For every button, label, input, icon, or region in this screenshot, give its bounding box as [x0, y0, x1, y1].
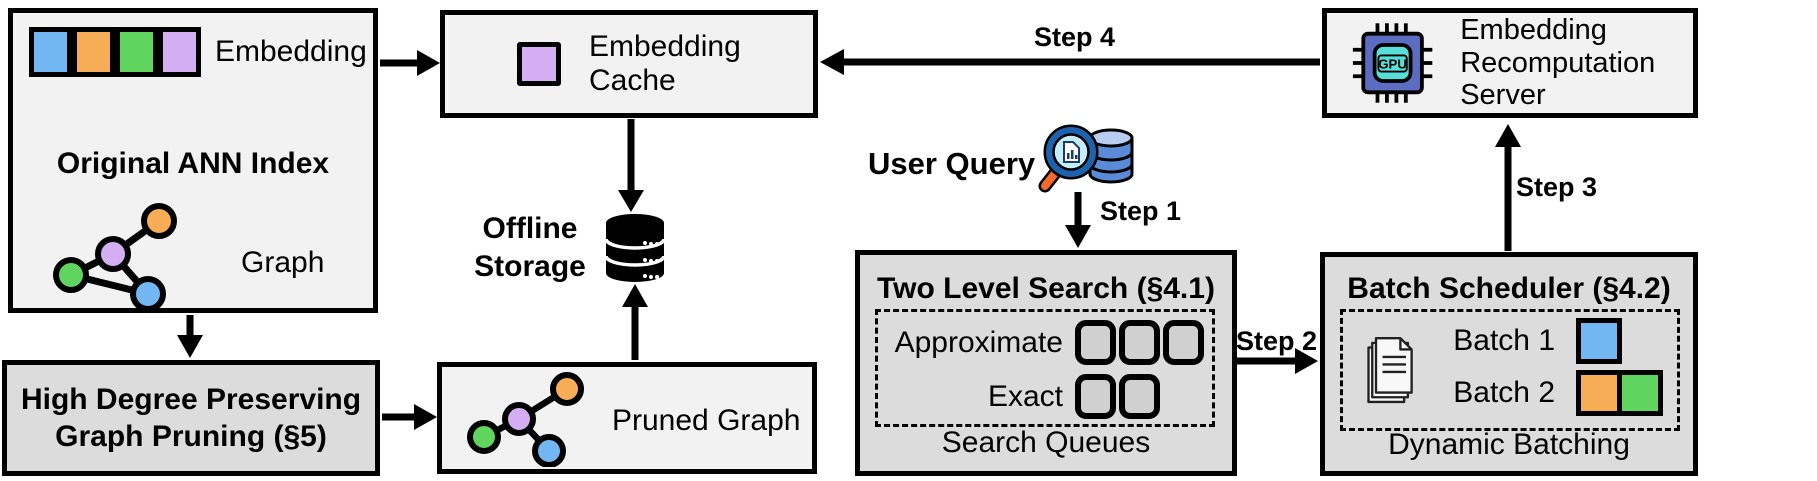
search-queues-panel: Approximate Exact [875, 309, 1215, 427]
step4-label: Step 4 [1034, 22, 1116, 52]
embedding-square-purple-icon [158, 27, 201, 77]
offline-storage-icon [604, 214, 666, 282]
batch2-label: Batch 2 [1453, 376, 1555, 409]
pruned-graph-box: Pruned Graph [437, 362, 817, 474]
batch1-label: Batch 1 [1453, 324, 1555, 357]
graph-pruning-label: High Degree Preserving Graph Pruning (§5… [20, 382, 362, 454]
queue-slot-icon [1119, 320, 1160, 365]
recomputation-server-label: Embedding Recomputation Server [1460, 14, 1656, 112]
gpu-chip-icon: GPU [1352, 23, 1433, 103]
graph-label: Graph [241, 246, 325, 279]
dynamic-batching-panel: Batch 1 Batch 2 [1340, 309, 1680, 431]
exact-label: Exact [987, 379, 1063, 413]
original-graph-icon [53, 203, 177, 311]
embedding-cache-box: Embedding Cache [440, 10, 818, 118]
batch-scheduler-box: Batch Scheduler (§4.2) Batch 1 Ba [1320, 252, 1698, 476]
original-ann-index-box: Embedding Original ANN Index Graph [8, 8, 378, 313]
approximate-label: Approximate [894, 325, 1063, 359]
embedding-square-blue-icon [29, 27, 72, 77]
pruned-graph-label: Pruned Graph [612, 404, 801, 437]
gpu-text: GPU [1378, 57, 1407, 72]
two-level-search-title: Two Level Search (§4.1) [877, 272, 1215, 305]
offline-storage-label: Offline Storage [474, 212, 586, 283]
embedding-square-green-icon [115, 27, 158, 77]
batch-scheduler-title: Batch Scheduler (§4.2) [1347, 272, 1671, 305]
batch1-square-icon [1576, 318, 1622, 364]
user-query-label: User Query [868, 146, 1036, 181]
queue-slot-icon [1163, 320, 1204, 365]
approximate-queue-slots [1075, 320, 1204, 365]
documents-icon [1367, 337, 1413, 404]
approximate-queue-row: Approximate [888, 320, 1204, 365]
queue-slot-icon [1075, 320, 1116, 365]
embedding-square-orange-icon [72, 27, 115, 77]
embedding-label: Embedding [215, 35, 367, 68]
step3-label: Step 3 [1516, 172, 1598, 202]
search-queues-label: Search Queues [941, 426, 1151, 459]
user-query-icon [1038, 124, 1134, 193]
cached-embedding-square-icon [517, 42, 561, 86]
batch2-squares-icon [1576, 370, 1663, 416]
step1-label: Step 1 [1100, 196, 1182, 226]
queue-slot-icon [1075, 374, 1116, 419]
original-ann-index-title: Original ANN Index [56, 147, 330, 180]
embedding-vector: Embedding [29, 27, 367, 77]
queue-slot-icon [1119, 374, 1160, 419]
two-level-search-box: Two Level Search (§4.1) Approximate Exac… [855, 250, 1237, 476]
step2-label: Step 2 [1236, 326, 1318, 356]
pruned-graph-icon [467, 372, 584, 467]
exact-queue-slots [1075, 374, 1160, 419]
graph-pruning-box: High Degree Preserving Graph Pruning (§5… [2, 360, 380, 476]
recomputation-server-box: GPU Embedding Recomputation Server [1322, 8, 1698, 118]
dynamic-batching-label: Dynamic Batching [1388, 428, 1630, 461]
embedding-cache-label: Embedding Cache [589, 29, 741, 98]
exact-queue-row: Exact [888, 374, 1160, 419]
